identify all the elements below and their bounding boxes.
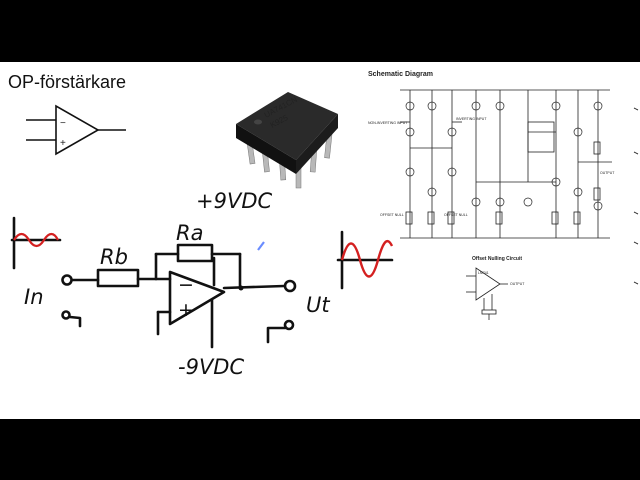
offset-null-left-label: OFFSET NULL [380, 213, 404, 217]
schematic-title: Schematic Diagram [368, 71, 433, 78]
supply-positive-label: +9VDC [196, 189, 272, 213]
ic-chip-photo: UA741CN K925 [236, 92, 338, 189]
nulling-title: Offset Nulling Circuit [472, 256, 522, 262]
noninverting-sign: + [178, 299, 194, 321]
symbol-minus: − [60, 118, 66, 129]
offset-nulling-circuit: Offset Nulling Circuit LM741 OUTPUT [466, 256, 525, 320]
inverting-sign: − [178, 274, 194, 296]
handwritten-circuit [61, 241, 297, 349]
schematic-output-label: OUTPUT [600, 171, 615, 175]
offset-null-right-label: OFFSET NULL [444, 213, 468, 217]
symbol-plus: + [60, 138, 66, 149]
datasheet-schematic: Schematic Diagram [368, 71, 615, 239]
nulling-chip-label: LM741 [478, 271, 489, 275]
whiteboard-canvas: OP-förstärkare − + U [0, 62, 640, 419]
resistor-a-label: Ra [176, 221, 203, 245]
output-signal-graph [336, 230, 394, 290]
page-title: OP-förstärkare [8, 72, 127, 92]
supply-negative-label: -9VDC [178, 355, 244, 379]
nulling-output-label: OUTPUT [510, 282, 525, 286]
opamp-symbol-icon: − + [26, 104, 126, 156]
input-label: In [24, 285, 44, 309]
drawing-layer: − + UA741CN K925 [10, 71, 639, 379]
right-edge-fragments [633, 107, 639, 285]
output-label: Ut [306, 293, 330, 317]
input-signal-graph [10, 216, 62, 270]
noninverting-input-label: NON-INVERTING INPUT [368, 121, 408, 125]
resistor-b-label: Rb [100, 245, 128, 269]
inverting-input-label: INVERTING INPUT [456, 117, 487, 121]
